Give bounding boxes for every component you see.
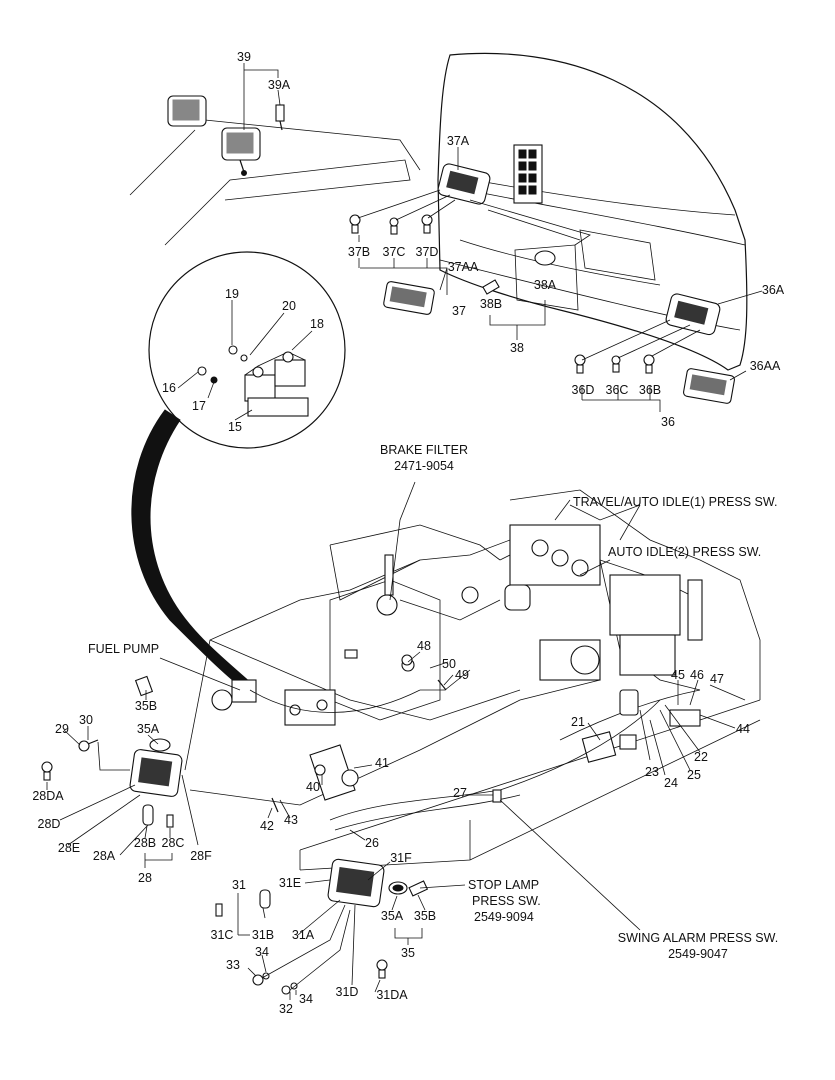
part-label: 44 <box>736 722 750 736</box>
part-label: 35B <box>414 909 436 923</box>
part-label: 41 <box>375 756 389 770</box>
part-label: 35A <box>381 909 404 923</box>
swing-alarm-label: SWING ALARM PRESS SW. <box>618 931 778 945</box>
part-label: 31B <box>252 928 274 942</box>
part-label: 46 <box>690 668 704 682</box>
loose-lamp-parts <box>349 214 735 404</box>
part-label: 47 <box>710 672 724 686</box>
upper-frame-drawing <box>184 489 761 871</box>
part-label: 35A <box>137 722 160 736</box>
part-label: 31C <box>211 928 234 942</box>
part-label: 38 <box>510 341 524 355</box>
part-label: 17 <box>192 399 206 413</box>
part-label: 39 <box>237 50 251 64</box>
part-label: 42 <box>260 819 274 833</box>
part-label: 38B <box>480 297 502 311</box>
part-label: 48 <box>417 639 431 653</box>
part-label: 35B <box>135 699 157 713</box>
travel-auto-idle-label: TRAVEL/AUTO IDLE(1) PRESS SW. <box>573 495 777 509</box>
counterweight-drawing <box>437 52 748 371</box>
part-label: 30 <box>79 713 93 727</box>
part-label: 31A <box>292 928 315 942</box>
part-label: 32 <box>279 1002 293 1016</box>
part-label: 36B <box>639 383 661 397</box>
boom-work-lights <box>129 95 421 246</box>
part-label: 37 <box>452 304 466 318</box>
auto-idle-2-label: AUTO IDLE(2) PRESS SW. <box>608 545 761 559</box>
part-label: 28 <box>138 871 152 885</box>
part-label: 37A <box>447 134 470 148</box>
part-label: 34 <box>299 992 313 1006</box>
stop-lamp-label-line1: STOP LAMP <box>468 878 539 892</box>
part-label: 37B <box>348 245 370 259</box>
part-label: 20 <box>282 299 296 313</box>
part-label: 37AA <box>448 260 479 274</box>
brake-filter-label: BRAKE FILTER <box>380 443 468 457</box>
part-label: 29 <box>55 722 69 736</box>
part-label: 28E <box>58 841 80 855</box>
part-label: 36AA <box>750 359 781 373</box>
part-label: 36A <box>762 283 785 297</box>
part-label: 22 <box>694 750 708 764</box>
part-label: 24 <box>664 776 678 790</box>
part-label: 31F <box>390 851 412 865</box>
part-label: 31DA <box>376 988 408 1002</box>
part-label: 49 <box>455 668 469 682</box>
part-label: 45 <box>671 668 685 682</box>
part-label: 28F <box>190 849 212 863</box>
part-label: 15 <box>228 420 242 434</box>
part-label: 35 <box>401 946 415 960</box>
part-label: 28C <box>162 836 185 850</box>
part-label: 18 <box>310 317 324 331</box>
brake-filter-part-number: 2471-9054 <box>394 459 454 473</box>
fuel-pump-label: FUEL PUMP <box>88 642 159 656</box>
part-label: 31E <box>279 876 301 890</box>
part-label: 25 <box>687 768 701 782</box>
part-label: 28B <box>134 836 156 850</box>
part-labels: 39 39A 37A 37B 37C 37D 37AA 37 38A 38B 3… <box>32 50 784 1016</box>
leader-lines <box>46 63 763 1000</box>
stop-lamp-label-line2: PRESS SW. <box>472 894 541 908</box>
part-label: 34 <box>255 945 269 959</box>
part-label: 23 <box>645 765 659 779</box>
part-label: 36C <box>606 383 629 397</box>
part-label: 40 <box>306 780 320 794</box>
part-label: 31 <box>232 878 246 892</box>
part-label: 37C <box>383 245 406 259</box>
part-label: 43 <box>284 813 298 827</box>
part-label: 19 <box>225 287 239 301</box>
part-label: 39A <box>268 78 291 92</box>
part-label: 28A <box>93 849 116 863</box>
part-label: 27 <box>453 786 467 800</box>
rear-lamp-28-assembly <box>41 675 183 828</box>
part-label: 16 <box>162 381 176 395</box>
part-label: 36D <box>572 383 595 397</box>
stop-lamp-part-number: 2549-9094 <box>474 910 534 924</box>
part-label: 26 <box>365 836 379 850</box>
part-label: 31D <box>336 985 359 999</box>
part-label: 28D <box>38 817 61 831</box>
callout-texts: BRAKE FILTER 2471-9054 TRAVEL/AUTO IDLE(… <box>88 443 778 961</box>
part-label: 37D <box>416 245 439 259</box>
part-label: 28DA <box>32 789 64 803</box>
part-label: 33 <box>226 958 240 972</box>
swing-alarm-part-number: 2549-9047 <box>668 947 728 961</box>
part-label: 50 <box>442 657 456 671</box>
part-label: 38A <box>534 278 557 292</box>
part-label: 36 <box>661 415 675 429</box>
rear-lamp-31-assembly <box>215 858 429 995</box>
part-label: 21 <box>571 715 585 729</box>
